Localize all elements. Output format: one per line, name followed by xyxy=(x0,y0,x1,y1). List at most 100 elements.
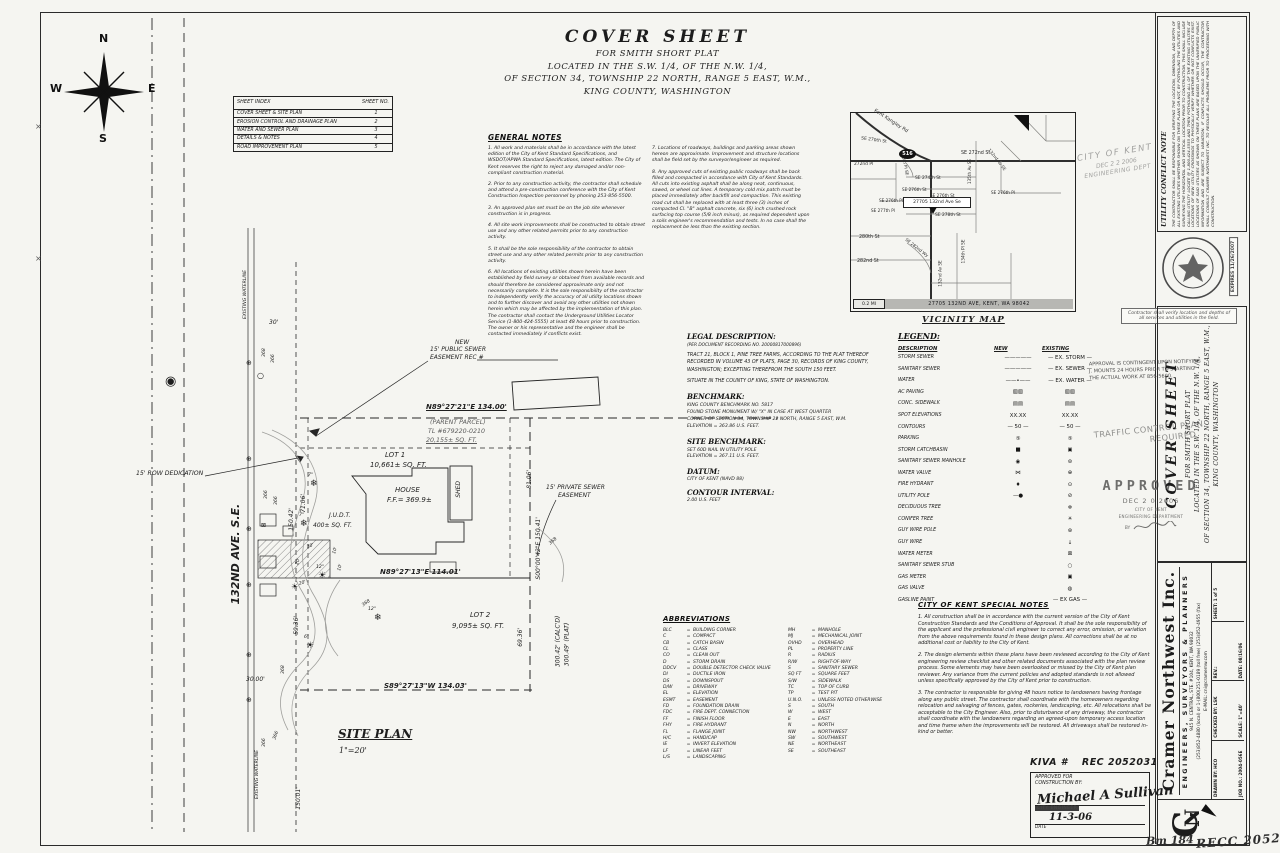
equals-sign: = xyxy=(686,659,691,665)
abbreviation-value: CLASS xyxy=(693,647,708,653)
site-plan-label: 1"=20' xyxy=(339,746,367,755)
equals-sign: = xyxy=(686,704,691,710)
site-plan-label: × xyxy=(35,254,42,263)
site-plan-label: J.U.D.T. xyxy=(329,512,351,519)
sheet-index-row: WATER AND SEWER PLAN 3 xyxy=(234,127,392,136)
abbreviation-value: RIGHT-OF-WAY xyxy=(818,659,851,665)
abbreviation-row: FF = FINISH FLOOR xyxy=(663,717,778,723)
abbreviation-value: EASEMENT xyxy=(693,697,718,703)
scale-field: SCALE: 1"=40' xyxy=(1238,704,1243,738)
abbreviation-row: NW = NORTHWEST xyxy=(788,730,903,736)
equals-sign: = xyxy=(811,723,816,729)
site-plan-label: ❄ xyxy=(300,519,308,529)
site-plan-label: 400± SQ. FT. xyxy=(313,522,353,529)
general-note: 7. Locations of roadways, buildings and … xyxy=(652,146,800,164)
abbreviation-row: SW = SOUTHWEST xyxy=(788,736,903,742)
sheet-index-row: DETAILS & NOTES 4 xyxy=(234,135,392,144)
abbreviation-key: E xyxy=(788,716,791,722)
utility-conflict-note-strip: UTILITY CONFLICT NOTE THE CONTRACTOR SHA… xyxy=(1157,16,1247,232)
legend-label: WATER xyxy=(898,378,915,384)
utility-note-body: THE CONTRACTOR SHALL BE RESPONSIBLE FOR … xyxy=(1170,21,1215,227)
street-label: SE 278th St xyxy=(935,213,961,218)
abbreviation-value: LANDSCAPING xyxy=(693,754,726,760)
site-plan-label: 69.36' xyxy=(517,627,525,647)
abbreviation-value: EAST xyxy=(818,716,830,722)
special-note: 1. All construction shall be in accordan… xyxy=(918,614,1147,646)
strip-cover-sub1: FOR SMITH SHORT PLAT xyxy=(1185,390,1192,478)
site-plan-label: EXISTING WATERLINE xyxy=(243,269,249,320)
benchmark-l1: KING COUNTY BENCHMARK NO. 5817 xyxy=(687,402,773,408)
date-field: DATE: 08/16/06 xyxy=(1238,642,1243,679)
sheet-index-rows: COVER SHEET & SITE PLAN 1 EROSION CONTRO… xyxy=(234,110,392,151)
legend-existing-symbol: ▣ xyxy=(1067,447,1073,454)
abbreviation-key: FD xyxy=(663,704,670,710)
sheet-title-sub4: KING COUNTY, WASHINGTON xyxy=(583,85,732,96)
legend-label: SANITARY SEWER STUB xyxy=(898,563,955,569)
abbreviation-value: MANHOLE xyxy=(818,628,841,633)
abbreviation-key: SW xyxy=(788,735,796,741)
vicinity-map-streets xyxy=(851,113,1075,299)
sheet-name: WATER AND SEWER PLAN xyxy=(237,127,299,133)
abbreviation-row: IE = INVERT ELEVATION xyxy=(663,742,778,748)
abbreviation-row: SE = SOUTHEAST xyxy=(788,749,903,755)
site-plan-label: LOT 1 xyxy=(385,451,406,459)
site-plan-label: 366 xyxy=(261,738,267,747)
legend-label: GAS METER xyxy=(898,574,927,580)
abbreviation-key: DI xyxy=(663,672,668,678)
site-plan-label: ⊕ xyxy=(246,696,252,704)
legend-row: DECIDUOUS TREE ❄ xyxy=(898,502,1098,514)
street-label: 282nd St xyxy=(857,259,879,264)
abbreviation-row: C = COMPACT xyxy=(663,634,778,640)
abbreviation-value: NORTH xyxy=(818,723,835,729)
sheet-number: 2 xyxy=(374,119,378,125)
legend-row: GAS METER ▣ xyxy=(898,571,1098,583)
street-label: 132nd Av SE xyxy=(937,260,943,287)
compass-south-label: S xyxy=(99,132,107,145)
site-plan-label: 300.49' (PLAT) xyxy=(563,622,571,667)
site-plan-label: ☀ xyxy=(318,571,327,581)
rev-field: REV.: xyxy=(1213,666,1219,679)
kiva-value: REC 2052031 xyxy=(1081,757,1158,768)
abbreviation-key: FF xyxy=(663,716,669,722)
site-plan-label: (PARENT PARCEL) xyxy=(430,419,486,426)
sheet-name: COVER SHEET & SITE PLAN xyxy=(237,111,303,117)
legend-existing-symbol: ○ xyxy=(1067,562,1073,569)
street-label: 134th Pl SE xyxy=(960,239,966,264)
site-plan-label: LOT 2 xyxy=(470,611,491,619)
site-plan-label: ◉ xyxy=(165,374,177,389)
general-note: 3. An approved plan set must be on the j… xyxy=(488,205,625,217)
abbreviation-row: D = STORM DRAIN xyxy=(663,660,778,666)
abbreviation-key: NE xyxy=(788,742,795,748)
equals-sign: = xyxy=(811,748,816,754)
legend-existing-symbol: ⑤ xyxy=(1067,435,1073,442)
abbreviations-col2: MH = MANHOLE MJ = MECHANICAL JOINT OVHD … xyxy=(788,628,903,761)
site-plan-label: 300.42' (CALC'D) xyxy=(554,615,562,668)
strip-cover-title: COVER SHEET xyxy=(1164,359,1180,509)
legend-existing-symbol: ☀ xyxy=(1067,516,1073,523)
legal-situate: SITUATE IN THE COUNTY OF KING, STATE OF … xyxy=(687,378,830,384)
abbreviation-value: TOP OF CURB xyxy=(818,685,849,691)
abbreviation-value: RADIUS xyxy=(818,653,836,659)
abbreviation-value: NORTHWEST xyxy=(818,729,848,735)
sheet-name: DETAILS & NOTES xyxy=(237,136,280,142)
legend-label: SPOT ELEVATIONS xyxy=(898,413,942,418)
legend-row: GUY WIRE POLE ⊛ xyxy=(898,525,1098,537)
seal-expires-label: EXPIRES 11/26/2007 xyxy=(1229,236,1239,297)
abbreviation-value: DOWNSPOUT xyxy=(693,678,724,684)
general-note: 5. It shall be the sole responsibility o… xyxy=(488,246,644,265)
site-plan-label: 6" xyxy=(304,635,310,640)
abbreviation-key: MJ xyxy=(788,634,794,640)
utility-note-title: UTILITY CONFLICT NOTE xyxy=(1160,131,1168,227)
legend-existing-symbol: XX.XX xyxy=(1061,412,1079,419)
special-note: 2. The design elements within these plan… xyxy=(918,652,1150,684)
firm-address1: 945 N. CENTRAL, STE. #104, KENT, WA 9803… xyxy=(1190,631,1195,731)
abbreviation-value: ELEVATION xyxy=(693,691,718,697)
street-label: SE 276th Pl xyxy=(991,190,1015,195)
site-plan-label: 71.06' xyxy=(300,493,308,513)
site-plan-label: 150.01' xyxy=(294,787,302,810)
abbreviation-row: R/W = RIGHT-OF-WAY xyxy=(788,660,903,666)
abbreviation-row: CL = CLASS xyxy=(663,647,778,653)
abbreviation-key: PL xyxy=(788,647,794,653)
equals-sign: = xyxy=(811,659,816,665)
abbreviation-row: S/W = SIDEWALK xyxy=(788,679,903,685)
